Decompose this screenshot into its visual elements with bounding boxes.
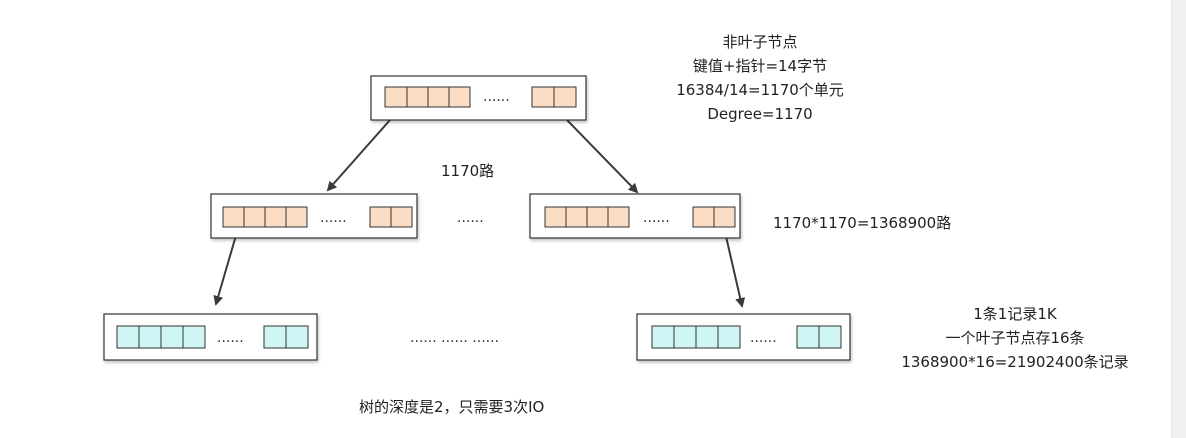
leaf-gap-dots: ...... ...... ...... (410, 330, 499, 346)
level2-left-dots: ...... (320, 210, 347, 226)
leaf-right-dots: ...... (750, 330, 777, 346)
arrow-root-to-left (326, 119, 391, 192)
level2-left-key-cells (222, 206, 413, 228)
leaf-info-line-2: 一个叶子节点存16条 (945, 329, 1085, 347)
depth-note-label: 树的深度是2，只需要3次IO (359, 398, 545, 416)
vertical-scrollbar[interactable] (1171, 0, 1186, 438)
root-node: ...... (370, 75, 587, 121)
leaf-node-left: ...... (103, 313, 318, 361)
level2-node-left: ...... (210, 193, 418, 239)
leaf-node-right: ...... (636, 313, 851, 361)
level2-right-key-cells (544, 206, 736, 228)
root-info-line-3: 16384/14=1170个单元 (676, 81, 844, 99)
level2-fanout-label: 1170*1170=1368900路 (773, 214, 952, 232)
level2-node-right: ...... (529, 193, 741, 239)
leaf-info-line-3: 1368900*16=21902400条记录 (901, 353, 1129, 371)
level1-fanout-label: 1170路 (441, 162, 495, 180)
leaf-left-dots: ...... (217, 330, 244, 346)
level2-right-dots: ...... (643, 210, 670, 226)
leaf-left-cells (116, 325, 309, 349)
root-dots: ...... (483, 89, 510, 105)
leaf-right-cells (651, 325, 842, 349)
arrow-l2right-to-leafright (724, 231, 746, 308)
root-info-line-4: Degree=1170 (707, 105, 813, 123)
level2-gap-dots: ...... (457, 210, 484, 226)
root-key-cells (384, 86, 577, 108)
root-info-line-1: 非叶子节点 (722, 33, 798, 51)
arrow-l2left-to-leafleft (213, 231, 238, 306)
root-info-annotation: 非叶子节点 键值+指针=14字节 16384/14=1170个单元 Degree… (630, 30, 890, 126)
leaf-info-line-1: 1条1记录1K (973, 305, 1057, 323)
root-info-line-2: 键值+指针=14字节 (692, 57, 828, 75)
arrow-root-to-right (566, 119, 639, 194)
leaf-info-annotation: 1条1记录1K 一个叶子节点存16条 1368900*16=21902400条记… (860, 302, 1170, 374)
